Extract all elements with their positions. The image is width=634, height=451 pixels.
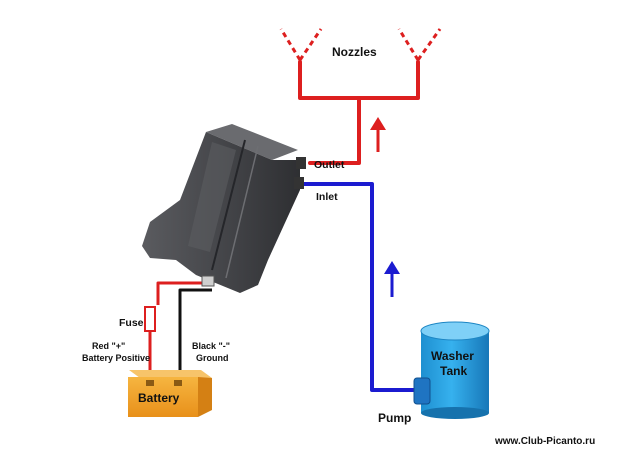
fuse-icon <box>144 306 156 332</box>
nozzle-line <box>298 60 420 165</box>
pump-label: Pump <box>378 411 411 425</box>
fuse-label: Fuse <box>119 317 144 329</box>
washer-tank-label-2: Tank <box>440 364 467 378</box>
battery-label: Battery <box>138 391 180 405</box>
pump-icon <box>413 377 431 405</box>
ground-wire-label-2: Ground <box>196 353 229 363</box>
washer-tank <box>420 321 490 419</box>
ground-wire <box>178 288 212 385</box>
inlet-line <box>300 182 414 392</box>
inlet-flow-arrow-icon <box>384 261 400 297</box>
washer-tank-label-1: Washer <box>431 349 474 363</box>
battery <box>128 370 212 417</box>
positive-wire-label-1: Red "+" <box>92 341 125 351</box>
watermark: www.Club-Picanto.ru <box>494 436 595 447</box>
positive-wire <box>156 281 209 305</box>
ground-wire-label-1: Black "-" <box>192 341 230 351</box>
inlet-label: Inlet <box>316 191 338 203</box>
outlet-label: Outlet <box>314 159 345 171</box>
left-nozzle-spray-icon <box>279 28 323 61</box>
nozzles-label: Nozzles <box>332 45 377 59</box>
reservoir-body <box>142 124 306 293</box>
outlet-flow-arrow-icon <box>370 117 386 152</box>
terminal-connector <box>201 275 215 287</box>
right-nozzle-spray-icon <box>397 28 442 61</box>
positive-wire-label-2: Battery Positive <box>82 353 150 363</box>
